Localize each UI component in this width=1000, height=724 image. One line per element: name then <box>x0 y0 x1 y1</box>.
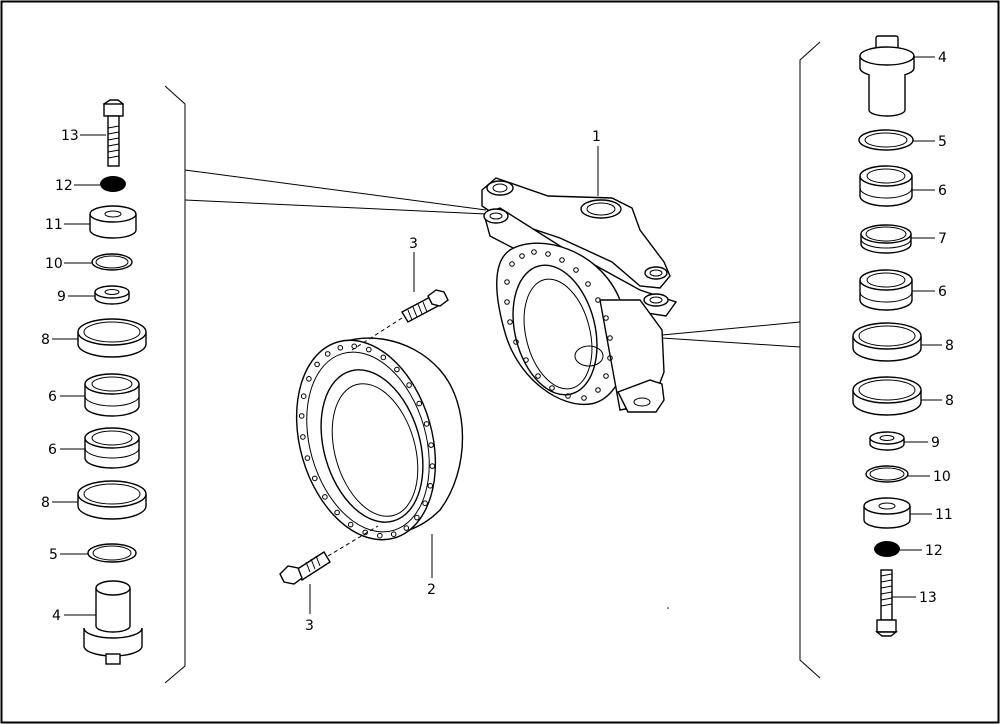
right-bearing-cone-lower-part <box>859 269 913 311</box>
callout-left-0: 13 <box>61 128 79 144</box>
callout-right-5: 8 <box>945 338 954 354</box>
left-black-cap-part <box>100 176 126 192</box>
callout-bearing-ring: 2 <box>427 582 436 598</box>
left-bracket <box>164 85 487 684</box>
bearing-ring-bolt-hole <box>322 494 328 500</box>
callout-right-7: 9 <box>931 435 940 451</box>
right-bolt-part <box>875 569 898 637</box>
callout-right-8: 10 <box>933 469 951 485</box>
callout-right-0: 4 <box>938 50 947 66</box>
bearing-ring-bolt-hole <box>394 366 400 373</box>
right-thick-washer-part <box>863 497 911 529</box>
left-thin-ring-part <box>91 253 133 271</box>
bearing-ring-bolt-hole <box>422 500 428 507</box>
right-ring-5-part <box>858 129 914 151</box>
center-labels: 1 3 2 3 <box>305 129 601 634</box>
bearing-ring-bolt-hole <box>298 413 305 419</box>
lower-bolt-part <box>279 525 379 585</box>
left-bearing-cone-lower-part <box>84 427 140 469</box>
bearing-ring-bolt-hole <box>366 346 372 353</box>
bearing-ring-bolt-hole <box>347 521 354 528</box>
callout-left-7: 6 <box>48 442 57 458</box>
bearing-ring-bolt-hole <box>406 382 412 388</box>
callout-left-4: 9 <box>57 289 66 305</box>
left-large-ring-part <box>77 318 147 358</box>
center-callouts <box>309 146 599 614</box>
bearing-ring-bolt-hole <box>324 351 331 357</box>
callout-left-3: 10 <box>45 256 63 272</box>
right-labels: 4 5 6 7 6 8 8 9 10 11 12 13 <box>919 50 954 606</box>
left-small-washer-part <box>94 285 130 305</box>
slewing-bearing-ring-part <box>295 337 464 541</box>
left-thick-washer-part <box>89 205 137 239</box>
bearing-ring-bolt-hole <box>304 455 311 461</box>
bearing-ring-bolt-hole <box>427 483 434 489</box>
bearing-ring-bolt-hole <box>414 514 420 521</box>
left-plug-part <box>83 580 143 665</box>
housing-bolt-holes <box>504 249 613 401</box>
right-plug-part <box>859 35 915 117</box>
bearing-ring-bolt-holes <box>298 343 436 539</box>
bearing-ring-bolt-hole <box>390 531 397 538</box>
left-large-ring-lower-part <box>77 480 147 520</box>
axle-housing-part <box>481 177 678 413</box>
callout-left-5: 8 <box>41 332 50 348</box>
callout-right-1: 5 <box>938 134 947 150</box>
left-bearing-cone-upper-part <box>84 373 140 417</box>
right-small-washer-part <box>869 431 905 451</box>
callout-left-8: 8 <box>41 495 50 511</box>
left-bolt-part <box>102 99 125 167</box>
callout-left-2: 11 <box>45 217 63 233</box>
callout-left-9: 5 <box>49 547 58 563</box>
right-bracket <box>661 41 821 679</box>
right-bearing-cone-upper-part <box>859 165 913 207</box>
stray-dot <box>667 607 669 609</box>
bearing-ring-bolt-hole <box>334 509 340 516</box>
left-callouts <box>52 134 106 616</box>
bearing-ring-bolt-hole <box>312 475 318 482</box>
callout-right-9: 11 <box>935 507 953 523</box>
callout-housing: 1 <box>592 129 601 145</box>
callout-left-6: 6 <box>48 389 57 405</box>
bearing-ring-bolt-hole <box>429 463 436 469</box>
callout-left-10: 4 <box>52 608 61 624</box>
bearing-ring-bolt-hole <box>428 442 434 448</box>
right-callouts <box>892 56 942 598</box>
right-black-cap-part <box>874 541 900 557</box>
callout-left-1: 12 <box>55 178 73 194</box>
bearing-ring-bolt-hole <box>377 532 383 539</box>
bearing-ring-bolt-hole <box>300 393 307 400</box>
bearing-ring-bolt-hole <box>380 354 387 361</box>
bearing-ring-bolt-hole <box>300 434 306 440</box>
upper-bolt-part <box>351 289 449 351</box>
right-large-ring-upper-part <box>852 322 922 362</box>
callout-right-2: 6 <box>938 183 947 199</box>
callout-right-11: 13 <box>919 590 937 606</box>
callout-right-3: 7 <box>938 231 947 247</box>
left-ring-5-part <box>87 543 137 563</box>
left-labels: 13 12 11 10 9 8 6 6 8 5 4 <box>41 128 79 624</box>
right-thin-ring-part <box>865 465 909 483</box>
bearing-ring-bolt-hole <box>423 421 430 427</box>
bearing-ring-bolt-hole <box>416 400 423 407</box>
bearing-ring-bolt-hole <box>314 361 320 368</box>
callout-bolt-upper: 3 <box>409 236 418 252</box>
callout-bolt-lower: 3 <box>305 618 314 634</box>
callout-right-10: 12 <box>925 543 943 559</box>
bearing-ring-bolt-hole <box>362 529 369 536</box>
bearing-ring-bolt-hole <box>403 525 410 531</box>
right-large-ring-lower-part <box>852 376 922 416</box>
callout-right-6: 8 <box>945 393 954 409</box>
right-roller-part <box>860 224 912 254</box>
bearing-ring-bolt-hole <box>337 345 344 351</box>
callout-right-4: 6 <box>938 284 947 300</box>
bearing-ring-bolt-hole <box>306 376 312 382</box>
